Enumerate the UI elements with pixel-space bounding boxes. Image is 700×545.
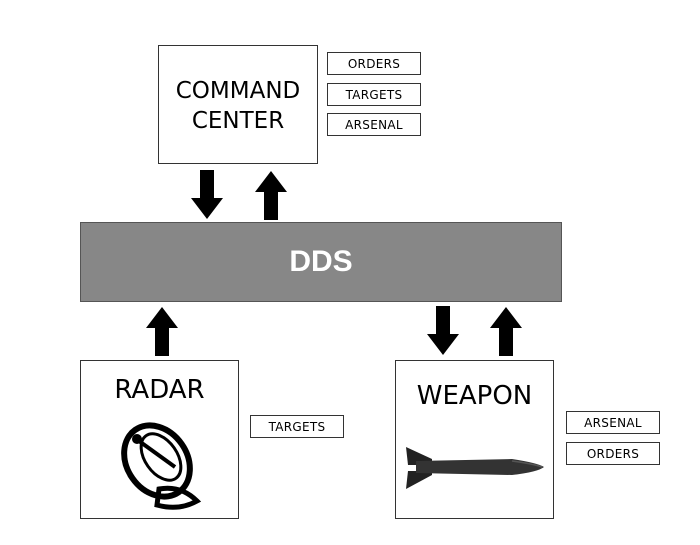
- radar-box: RADAR: [80, 360, 239, 519]
- radar-title: RADAR: [114, 375, 205, 405]
- satellite-dish-icon: [121, 422, 202, 510]
- dds-label: DDS: [289, 245, 353, 278]
- command-center-box: COMMAND CENTER: [158, 45, 318, 164]
- command-center-tag-targets: TARGETS: [327, 83, 421, 106]
- arrow-radar-to-dds-up: [146, 307, 178, 356]
- command-center-tag-arsenal: ARSENAL: [327, 113, 421, 136]
- weapon-box: WEAPON: [395, 360, 554, 519]
- weapon-tag-orders: ORDERS: [566, 442, 660, 465]
- radar-tag-targets: TARGETS: [250, 415, 344, 438]
- command-center-title: COMMAND CENTER: [159, 76, 317, 136]
- arrow-command-from-dds-up: [255, 171, 287, 220]
- command-center-title-line2: CENTER: [191, 108, 285, 134]
- arrow-dds-to-command-down: [191, 170, 223, 219]
- command-center-tag-orders: ORDERS: [327, 52, 421, 75]
- missile-icon: [406, 447, 544, 489]
- command-center-title-line1: COMMAND: [175, 78, 301, 104]
- weapon-title: WEAPON: [416, 381, 533, 411]
- dds-bus: DDS: [80, 222, 562, 302]
- weapon-tag-arsenal: ARSENAL: [566, 411, 660, 434]
- arrow-weapon-to-dds-up: [490, 307, 522, 356]
- arrow-dds-to-weapon-down: [427, 306, 459, 355]
